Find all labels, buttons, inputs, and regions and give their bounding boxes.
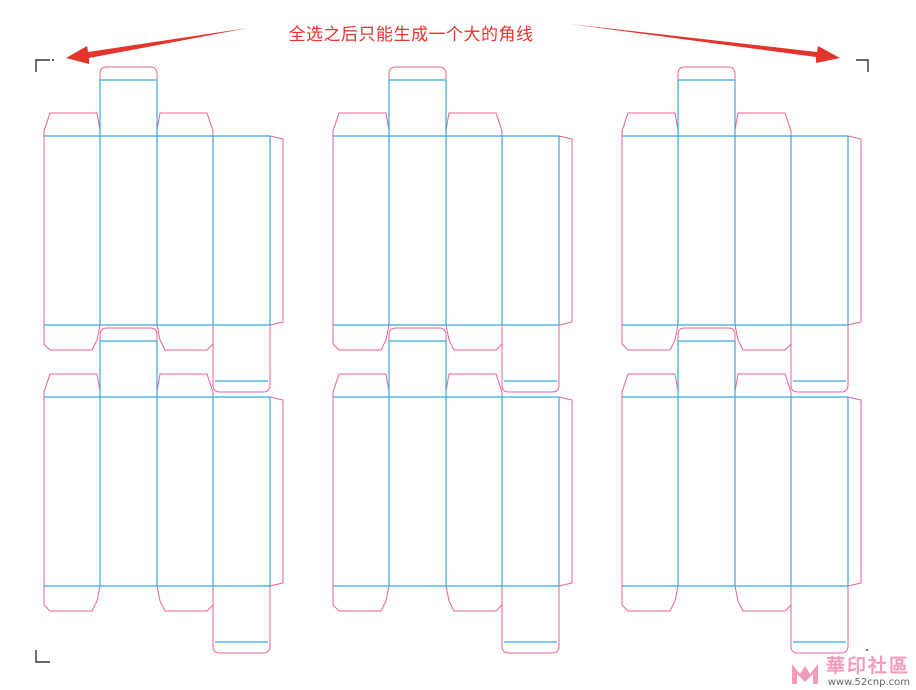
crop-mark-bottom-left xyxy=(35,650,50,663)
box-dieline-r1-c3 xyxy=(621,66,862,393)
watermark-url: www.52cnp.com xyxy=(827,677,910,688)
box-dieline-r2-c1 xyxy=(43,327,284,654)
watermark-logo-icon xyxy=(791,663,818,684)
box-dieline-r1-c1 xyxy=(43,66,284,393)
watermark: 華印社區 www.52cnp.com xyxy=(788,657,910,688)
crop-marks xyxy=(35,59,869,663)
box-dieline-r1-c2 xyxy=(332,66,573,393)
box-dieline-r2-c2 xyxy=(332,327,573,654)
dieline-grid xyxy=(43,66,862,654)
crop-mark-top-left xyxy=(35,59,54,72)
annotation-text: 全选之后只能生成一个大的角线 xyxy=(288,25,534,45)
watermark-name: 華印社區 xyxy=(825,655,910,677)
box-dieline-r2-c3 xyxy=(621,327,862,654)
arrow-left xyxy=(66,28,248,64)
annotation-arrows xyxy=(66,24,840,64)
crop-mark-top-right xyxy=(856,59,869,72)
